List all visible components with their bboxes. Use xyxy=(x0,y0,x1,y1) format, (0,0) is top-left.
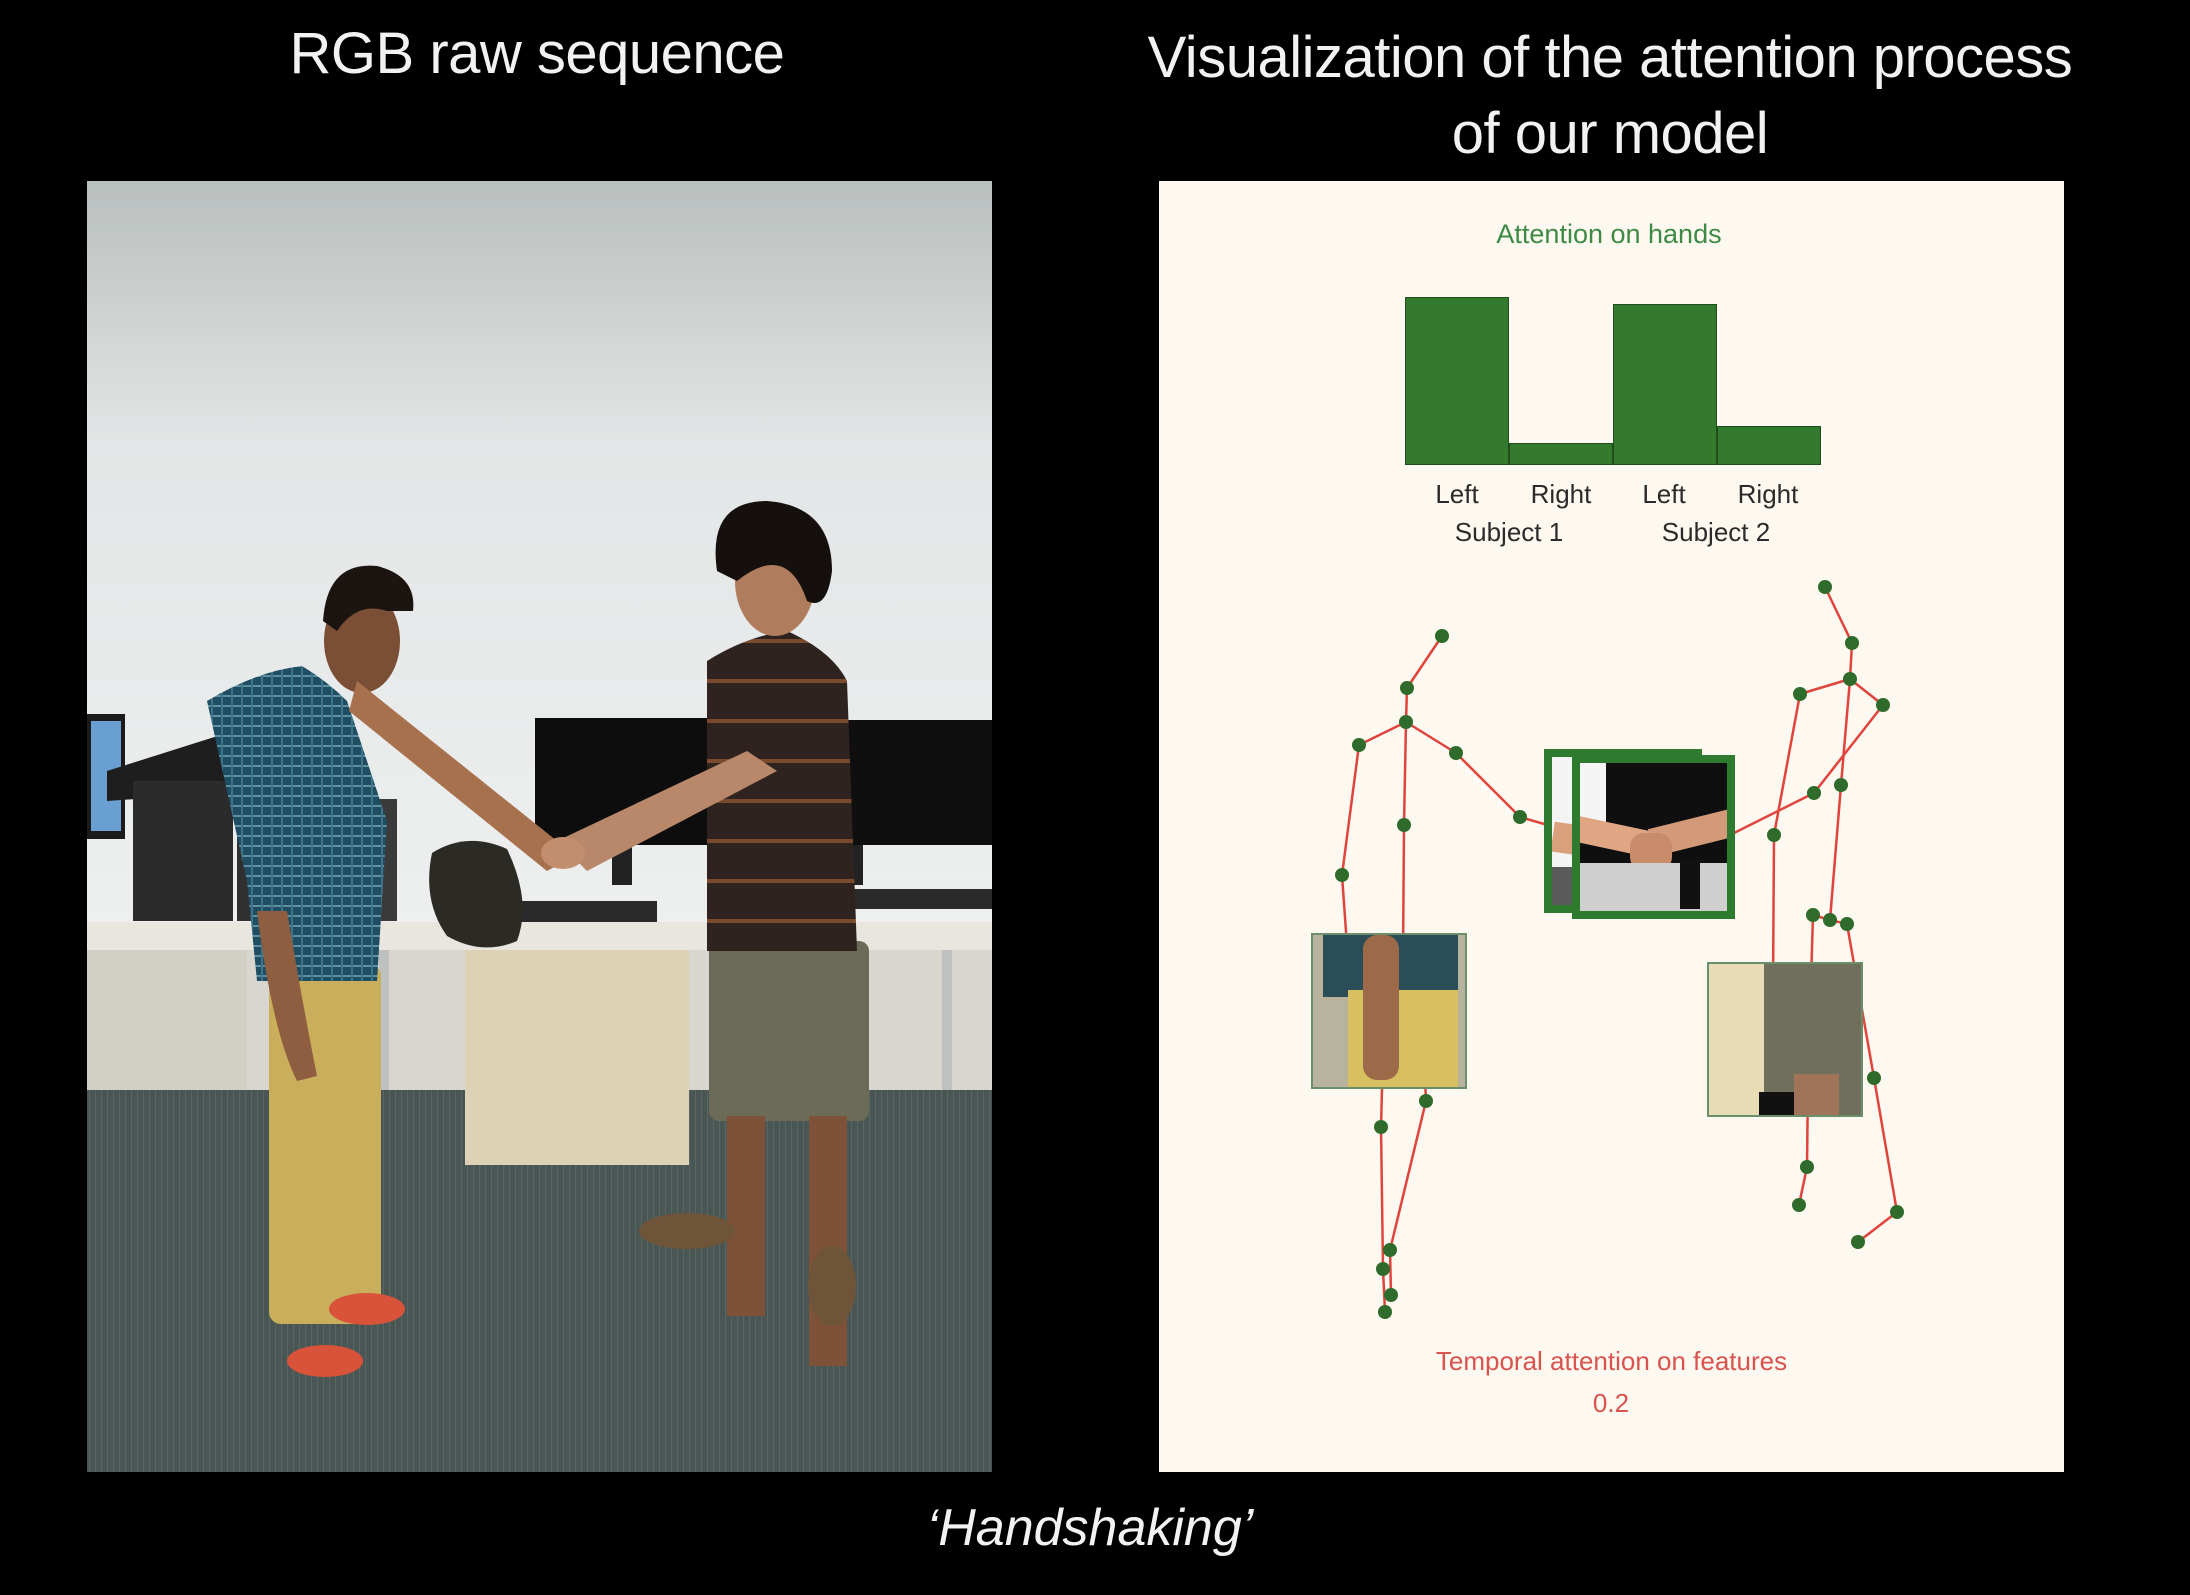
skeleton-joint xyxy=(1807,786,1821,800)
bar-label-subject2-left: Left xyxy=(1642,479,1686,509)
skeleton-joint xyxy=(1383,1243,1397,1257)
skeleton-bone xyxy=(1388,1249,1393,1296)
skeleton-joint xyxy=(1449,746,1463,760)
skeleton-bone xyxy=(1813,704,1884,794)
rgb-sequence-title: RGB raw sequence xyxy=(289,21,785,86)
skeleton-bone xyxy=(1839,678,1852,786)
skeleton-joint xyxy=(1845,636,1859,650)
skeleton-bone xyxy=(1772,693,1802,836)
skeleton-subject-1 xyxy=(1335,629,1601,1319)
skeleton-joint xyxy=(1800,1160,1814,1174)
attention-bar xyxy=(1613,304,1717,465)
skeleton-bone xyxy=(1405,635,1444,689)
skeleton-joint xyxy=(1806,908,1820,922)
skeleton-joint xyxy=(1890,1205,1904,1219)
skeleton-joint xyxy=(1399,715,1413,729)
skeleton-joint xyxy=(1419,1094,1433,1108)
skeleton-bone xyxy=(1828,784,1843,921)
subject2-hand-crop xyxy=(1707,962,1863,1117)
skeleton-joint xyxy=(1376,1262,1390,1276)
skeleton-bone xyxy=(1455,752,1521,818)
attention-bar xyxy=(1509,443,1613,465)
skeleton-bone xyxy=(1379,1126,1385,1270)
skeleton-joint xyxy=(1818,580,1832,594)
skeleton-joint xyxy=(1767,828,1781,842)
attention-bar xyxy=(1405,297,1509,465)
attention-visualization-panel: Attention on hands Left Right Left Right… xyxy=(1159,181,2064,1472)
skeleton-joint xyxy=(1397,818,1411,832)
skeleton-overlay xyxy=(1335,580,1904,1319)
skeleton-bone xyxy=(1823,586,1854,644)
skeleton-joint xyxy=(1378,1305,1392,1319)
bar-label-subject1-right: Right xyxy=(1530,479,1592,509)
temporal-attention-value: 0.2 xyxy=(1592,1388,1630,1418)
skeleton-joint xyxy=(1843,672,1857,686)
skeleton-joint xyxy=(1840,917,1854,931)
subject1-hand-crop xyxy=(1311,933,1467,1089)
skeleton-joint xyxy=(1352,738,1366,752)
rgb-video-frame xyxy=(87,181,992,1472)
skeleton-joint xyxy=(1792,1198,1806,1212)
group-label-subject1: Subject 1 xyxy=(1454,517,1564,547)
skeleton-joint xyxy=(1793,687,1807,701)
skeleton-bone xyxy=(1358,720,1407,747)
attention-bar xyxy=(1717,426,1821,465)
skeleton-bone xyxy=(1872,1077,1899,1213)
skeleton-bone xyxy=(1381,1268,1387,1313)
skeleton-joint xyxy=(1876,698,1890,712)
skeleton-bone xyxy=(1388,1100,1428,1251)
skeleton-bone xyxy=(1402,721,1408,826)
skeleton-joint xyxy=(1374,1120,1388,1134)
attention-visualization-title: Visualization of the attention process o… xyxy=(1060,20,2160,172)
skeleton-joint xyxy=(1435,629,1449,643)
skeleton-bone xyxy=(1849,678,1884,706)
skeleton-joint xyxy=(1823,913,1837,927)
skeleton-joint xyxy=(1513,810,1527,824)
attention-title-line1: Visualization of the attention process xyxy=(1147,25,2073,90)
action-caption: ‘Handshaking’ xyxy=(926,1499,1254,1557)
skeleton-joint xyxy=(1400,681,1414,695)
chart-title: Attention on hands xyxy=(1496,219,1722,249)
attention-title-line2: of our model xyxy=(1451,101,1769,166)
bar-label-subject1-left: Left xyxy=(1435,479,1479,509)
skeleton-bone xyxy=(1340,744,1361,876)
bar-label-subject2-right: Right xyxy=(1737,479,1799,509)
hand-attention-bar-chart xyxy=(1405,297,1821,465)
temporal-attention-label: Temporal attention on features xyxy=(1435,1346,1788,1376)
skeleton-joint xyxy=(1834,778,1848,792)
rgb-frame-illustration xyxy=(87,181,992,1472)
skeleton-joint xyxy=(1851,1235,1865,1249)
group-label-subject2: Subject 2 xyxy=(1661,517,1771,547)
handshake-crop-front xyxy=(1572,755,1735,919)
skeleton-bone xyxy=(1405,720,1457,755)
skeleton-bone xyxy=(1799,677,1851,696)
skeleton-joint xyxy=(1867,1071,1881,1085)
skeleton-joint xyxy=(1384,1288,1398,1302)
skeleton-joint xyxy=(1335,868,1349,882)
skeleton-bone xyxy=(1857,1211,1898,1243)
